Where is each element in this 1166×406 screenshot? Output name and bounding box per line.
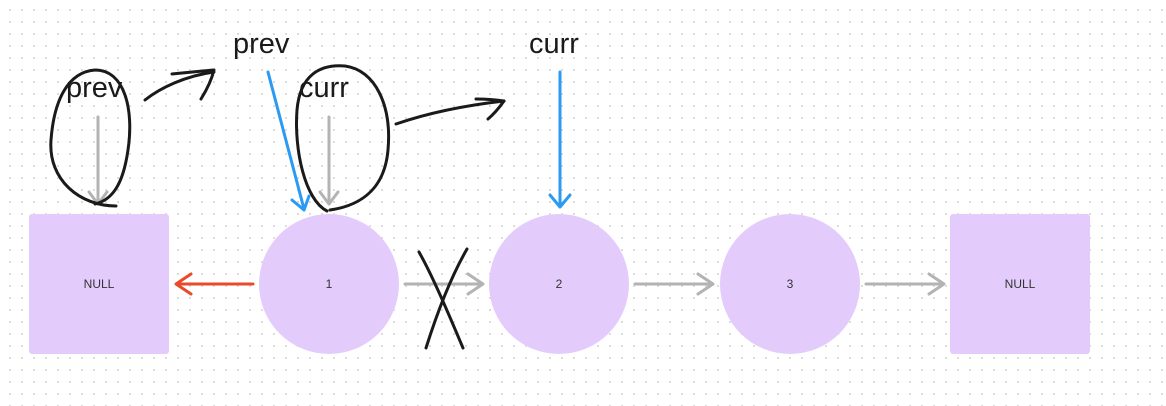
new-prev-pointer-arrow — [266, 70, 311, 212]
cross-out-stroke-1 — [417, 250, 465, 350]
old-prev-pointer-arrow — [87, 115, 109, 206]
null-right-label: NULL — [1004, 277, 1036, 291]
old-curr-pointer-arrow — [318, 115, 340, 206]
node-3[interactable]: 3 — [720, 214, 860, 354]
link-arrow-2-to-3[interactable] — [633, 272, 715, 296]
node-1[interactable]: 1 — [259, 214, 399, 354]
prev-move-arrowhead-stroke — [170, 68, 216, 101]
null-right-node[interactable]: NULL — [950, 214, 1090, 354]
new-prev-label: prev — [233, 28, 290, 60]
node-2[interactable]: 2 — [489, 214, 629, 354]
null-left-node[interactable]: NULL — [29, 214, 169, 354]
null-left-label: NULL — [83, 277, 115, 291]
link-arrow-3-to-null[interactable] — [864, 272, 946, 296]
new-curr-pointer-arrow — [548, 70, 572, 209]
reversed-link-arrow[interactable] — [174, 272, 255, 296]
curr-move-arrowhead-stroke — [474, 97, 506, 121]
new-curr-label: curr — [529, 28, 579, 60]
node-3-label: 3 — [786, 277, 794, 291]
prev-circle-stroke — [49, 68, 132, 208]
old-prev-label: prev — [66, 72, 123, 104]
old-curr-label: curr — [299, 72, 349, 104]
cross-out-stroke-2 — [424, 247, 469, 350]
link-arrow-1-to-2[interactable] — [403, 272, 485, 296]
prev-move-arrow-stroke — [143, 70, 216, 102]
curr-circle-stroke — [295, 64, 391, 213]
node-1-label: 1 — [325, 277, 333, 291]
node-2-label: 2 — [555, 277, 563, 291]
curr-move-arrow-stroke — [394, 99, 506, 126]
